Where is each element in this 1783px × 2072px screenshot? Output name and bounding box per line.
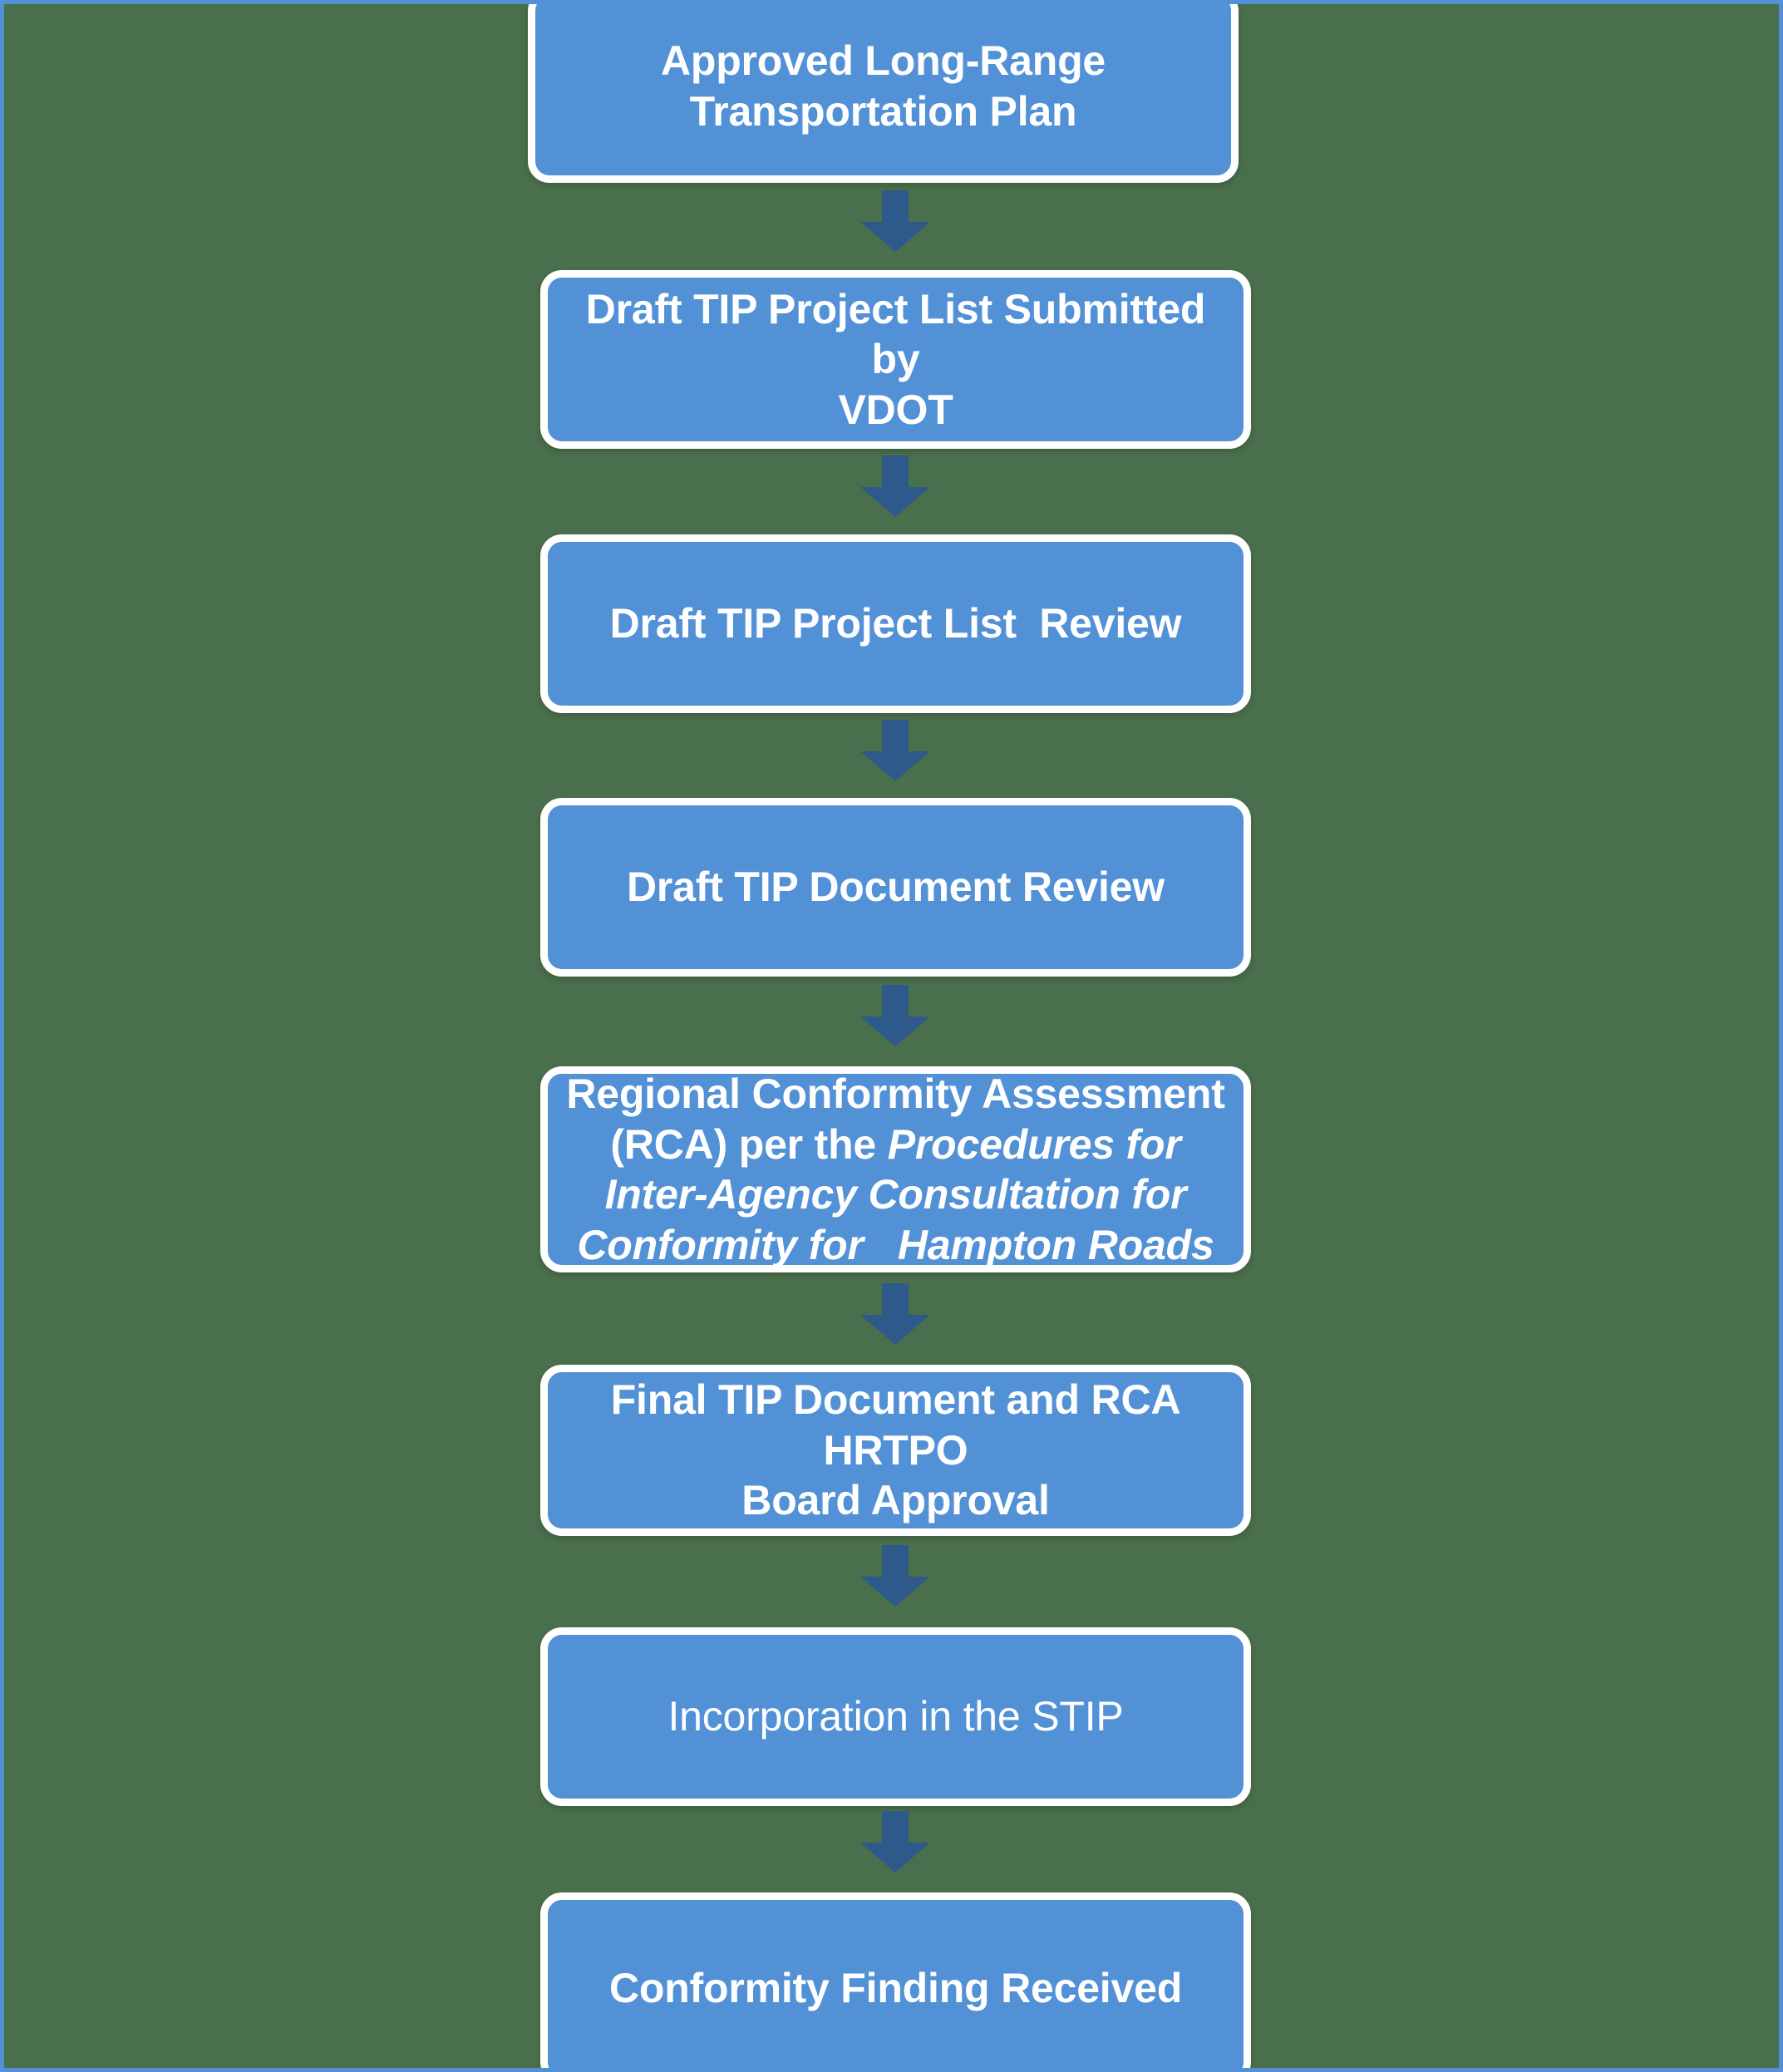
- flow-node-draft-tip-project-list-review[interactable]: Draft TIP Project List Review: [540, 534, 1251, 713]
- down-arrow-icon: [860, 1545, 930, 1607]
- flow-node-conformity-finding-received[interactable]: Conformity Finding Received: [540, 1892, 1251, 2068]
- flow-node-regional-conformity-assessment[interactable]: Regional Conformity Assessment (RCA) per…: [540, 1066, 1251, 1272]
- flow-node-incorporation-in-stip[interactable]: Incorporation in the STIP: [540, 1627, 1251, 1806]
- down-arrow-icon: [860, 1283, 930, 1345]
- flow-node-label: Conformity Finding Received: [608, 1964, 1183, 2011]
- down-arrow-icon: [860, 190, 930, 252]
- flow-node-label-italic: Procedures for Inter-Agency Consultation…: [577, 1120, 1214, 1268]
- flow-node-label-plain: Regional Conformity Assessment (RCA) per…: [566, 1070, 1225, 1168]
- flow-node-label: Draft TIP Project List Review: [609, 600, 1182, 647]
- down-arrow-icon: [860, 1811, 930, 1873]
- down-arrow-icon: [860, 720, 930, 781]
- flow-node-draft-tip-document-review[interactable]: Draft TIP Document Review: [540, 798, 1251, 977]
- flow-node-label: Incorporation in the STIP: [667, 1693, 1124, 1740]
- flow-node-label: Draft TIP Document Review: [626, 864, 1165, 911]
- down-arrow-icon: [860, 455, 930, 517]
- flow-node-label: Regional Conformity Assessment (RCA) per…: [566, 1069, 1225, 1270]
- down-arrow-icon: [860, 985, 930, 1046]
